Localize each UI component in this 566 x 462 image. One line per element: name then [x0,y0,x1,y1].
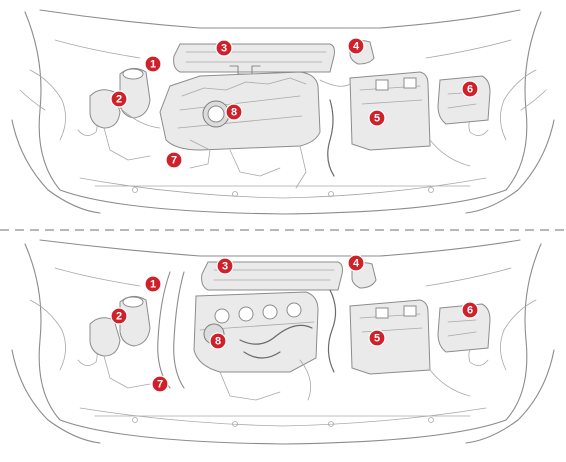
bottom-marker-8: 8 [209,332,227,350]
marker-circle [347,254,365,272]
bottom-engine-illustration: 1 2 3 4 5 6 7 [11,239,555,445]
bottom-marker-3: 3 [216,257,234,275]
bottom-markers: 1 2 3 4 5 6 7 [110,254,479,393]
marker-label: 4 [353,258,360,270]
marker-label: 5 [374,113,380,125]
marker-label: 8 [215,336,221,348]
bottom-engine-block [193,291,319,401]
marker-circle [151,375,169,393]
top-car-body-outline [11,9,555,215]
marker-circle [368,109,386,127]
marker-label: 1 [150,279,156,291]
marker-circle [110,307,128,325]
bottom-marker-4: 4 [347,254,365,272]
marker-label: 5 [374,333,380,345]
bottom-marker-7: 7 [151,375,169,393]
top-air-filter-box [173,43,335,75]
bottom-marker-6: 6 [461,301,479,319]
marker-circle [215,39,233,57]
marker-circle [144,55,162,73]
top-engine-illustration: 1 2 3 4 5 6 7 [11,9,555,215]
marker-circle [368,329,386,347]
top-engine-cover [159,71,321,189]
marker-label: 7 [157,379,163,391]
top-marker-5: 5 [368,109,386,127]
bottom-marker-1: 1 [144,275,162,293]
top-left-reservoirs [89,68,161,161]
marker-label: 2 [116,311,122,323]
marker-circle [216,257,234,275]
bottom-left-reservoirs [89,296,151,389]
bottom-car-body-outline [11,239,555,445]
top-marker-8: 8 [225,103,243,121]
marker-circle [347,37,365,55]
marker-label: 2 [116,94,122,106]
marker-circle [165,151,183,169]
bottom-air-filter-box [157,261,343,389]
top-markers: 1 2 3 4 5 6 7 [110,37,479,169]
top-marker-3: 3 [215,39,233,57]
top-marker-2: 2 [110,90,128,108]
marker-label: 4 [353,41,360,53]
bottom-marker-5: 5 [368,329,386,347]
marker-label: 6 [467,305,473,317]
top-marker-1: 1 [144,55,162,73]
marker-label: 7 [171,155,177,167]
marker-circle [461,80,479,98]
marker-circle [144,275,162,293]
top-marker-6: 6 [461,80,479,98]
bottom-right-components [327,262,491,397]
marker-circle [225,103,243,121]
marker-label: 3 [221,43,227,55]
marker-circle [209,332,227,350]
bottom-marker-2: 2 [110,307,128,325]
top-right-components [319,40,491,177]
marker-label: 3 [222,261,228,273]
top-marker-7: 7 [165,151,183,169]
marker-circle [110,90,128,108]
marker-label: 1 [150,59,156,71]
top-marker-4: 4 [347,37,365,55]
marker-label: 8 [231,107,237,119]
marker-circle [461,301,479,319]
marker-label: 6 [467,84,473,96]
